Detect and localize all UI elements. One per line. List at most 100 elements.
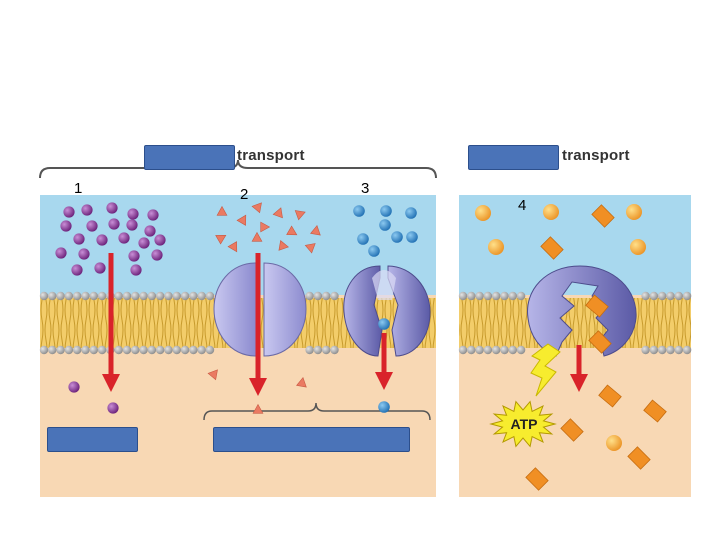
blue-molecule <box>379 219 391 231</box>
lipid-head <box>205 345 215 355</box>
number-3: 3 <box>361 180 370 197</box>
triangle-molecule <box>215 234 227 245</box>
triangle-molecule <box>260 221 271 233</box>
number-4: 4 <box>518 197 527 214</box>
purple-molecule <box>63 206 75 218</box>
facilitated-brace <box>203 402 431 421</box>
channel-protein <box>213 262 307 357</box>
atp-label: ATP <box>511 416 538 432</box>
orange-diamond <box>540 236 564 260</box>
lipid-head <box>156 291 165 301</box>
purple-molecule <box>68 381 80 393</box>
purple-molecule <box>94 262 106 274</box>
triangle-molecule <box>278 240 290 251</box>
lipid-head <box>172 291 181 301</box>
orange-sphere <box>606 435 622 451</box>
triangle-molecule <box>236 214 247 226</box>
blue-molecule <box>378 401 390 413</box>
orange-sphere <box>543 204 559 220</box>
blue-molecule <box>378 318 390 330</box>
active-transport-label-box[interactable] <box>468 145 559 170</box>
orange-diamond <box>525 467 549 491</box>
lipid-head <box>682 291 692 301</box>
lipid-head <box>658 291 667 301</box>
lipid-head <box>39 291 49 301</box>
purple-molecule <box>126 219 138 231</box>
purple-molecule <box>81 204 93 216</box>
orange-diamond <box>591 204 615 228</box>
purple-molecule <box>147 209 159 221</box>
lipid-head <box>666 291 675 301</box>
lipid-head <box>189 291 198 301</box>
lipid-head <box>139 291 148 301</box>
purple-molecule <box>107 402 119 414</box>
lipid-head <box>114 345 123 355</box>
orange-sphere <box>475 205 491 221</box>
lipid-head <box>48 345 57 355</box>
blue-molecule <box>368 245 380 257</box>
passive-transport-label-box[interactable] <box>144 145 235 170</box>
purple-molecule <box>106 202 118 214</box>
atp-burst: ATP <box>489 400 557 448</box>
passive-brace <box>39 159 437 179</box>
lipid-head <box>73 345 82 355</box>
lipid-head <box>330 345 339 355</box>
orange-sphere <box>626 204 642 220</box>
lipid-head <box>492 345 501 355</box>
purple-molecule <box>151 249 163 261</box>
lipid-head <box>180 291 190 301</box>
lipid-head <box>180 345 190 355</box>
lipid-head <box>131 345 140 355</box>
number-1: 1 <box>74 180 83 197</box>
purple-molecule <box>118 232 130 244</box>
simple-diffusion-label-box[interactable] <box>47 427 138 452</box>
active-panel <box>458 195 692 497</box>
lipid-head <box>156 345 165 355</box>
lipid-head <box>492 291 501 301</box>
orange-diamond <box>560 418 584 442</box>
blue-molecule <box>406 231 418 243</box>
purple-molecule <box>127 208 139 220</box>
lipid-head <box>205 291 215 301</box>
lipid-head <box>189 345 198 355</box>
purple-molecule <box>144 225 156 237</box>
lipid-head <box>89 291 99 301</box>
orange-sphere <box>488 239 504 255</box>
lipid-head <box>56 291 65 301</box>
purple-molecule <box>108 218 120 230</box>
triangle-molecule <box>216 205 228 216</box>
purple-molecule <box>60 220 72 232</box>
number-2: 2 <box>240 186 249 203</box>
blue-molecule <box>353 205 365 217</box>
lipid-head <box>48 291 57 301</box>
lipid-head <box>97 291 107 301</box>
carrier-protein <box>343 265 431 357</box>
lipid-head <box>73 291 82 301</box>
triangle-molecule <box>251 231 263 242</box>
active-transport-word: transport <box>562 147 630 164</box>
lipid-head <box>313 291 323 301</box>
diffusion-arrows <box>102 253 588 396</box>
lipid-head <box>131 291 140 301</box>
triangle-molecule <box>294 210 306 221</box>
triangle-molecule <box>286 225 298 236</box>
lipid-head <box>197 345 206 355</box>
lipid-head <box>305 291 314 301</box>
orange-sphere <box>630 239 646 255</box>
purple-molecule <box>55 247 67 259</box>
triangle-molecule <box>251 202 262 214</box>
lipid-head <box>122 345 132 355</box>
blue-molecule <box>391 231 403 243</box>
lipid-head <box>172 345 181 355</box>
lipid-head <box>164 291 173 301</box>
lipid-head <box>122 291 132 301</box>
lipid-head <box>467 291 476 301</box>
lipid-head <box>81 291 90 301</box>
orange-diamond <box>643 399 667 423</box>
facilitated-diffusion-label-box[interactable] <box>213 427 410 452</box>
lipid-head <box>81 345 90 355</box>
lipid-head <box>467 345 476 355</box>
lipid-head <box>516 345 526 355</box>
lipid-head <box>516 291 526 301</box>
